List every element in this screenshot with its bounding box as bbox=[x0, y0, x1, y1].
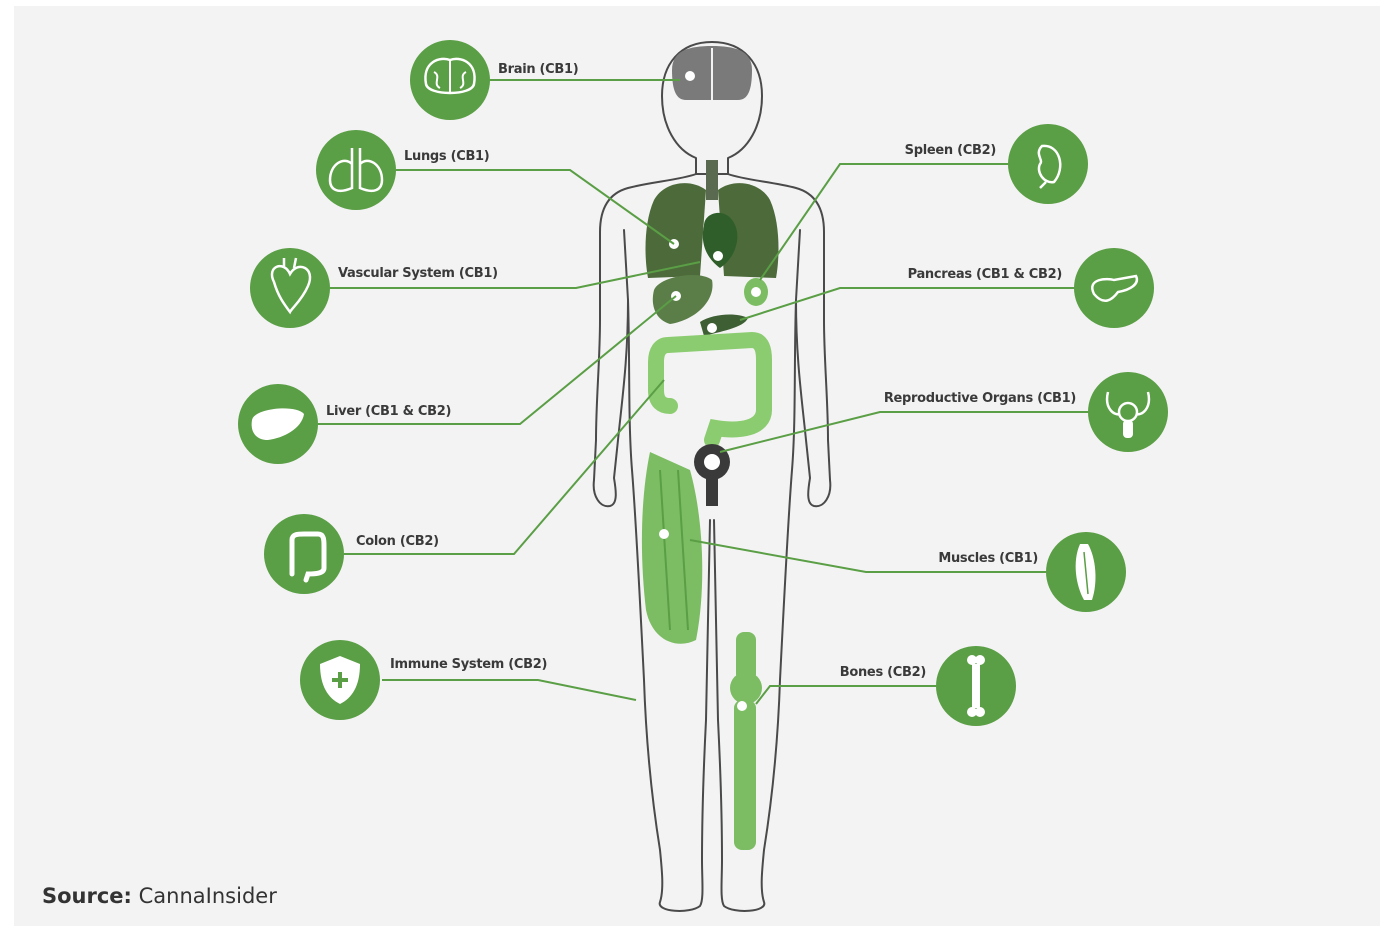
source-credit: Source: CannaInsider bbox=[42, 884, 277, 908]
label-liver: Liver (CB1 & CB2) bbox=[326, 404, 451, 419]
bone-icon bbox=[936, 646, 1016, 726]
brain-icon bbox=[410, 40, 490, 120]
liver-organ bbox=[653, 275, 713, 324]
colon-organ bbox=[656, 340, 764, 440]
trachea bbox=[706, 160, 718, 200]
label-vascular-system: Vascular System (CB1) bbox=[338, 266, 498, 281]
heart-icon bbox=[250, 248, 330, 328]
reproductive-organs-icon bbox=[1088, 372, 1168, 452]
label-lungs: Lungs (CB1) bbox=[404, 149, 489, 164]
knee-bone bbox=[730, 672, 762, 704]
liver-icon bbox=[238, 384, 318, 464]
label-pancreas: Pancreas (CB1 & CB2) bbox=[908, 267, 1062, 282]
label-bones: Bones (CB2) bbox=[840, 665, 926, 680]
label-muscles: Muscles (CB1) bbox=[938, 551, 1038, 566]
label-reproductive-organs: Reproductive Organs (CB1) bbox=[884, 391, 1076, 406]
label-brain: Brain (CB1) bbox=[498, 62, 578, 77]
label-immune-system: Immune System (CB2) bbox=[390, 657, 547, 672]
thigh-muscles bbox=[642, 452, 702, 644]
spleen-icon bbox=[1008, 124, 1088, 204]
label-colon: Colon (CB2) bbox=[356, 534, 439, 549]
organs bbox=[642, 46, 779, 850]
source-name: CannaInsider bbox=[139, 884, 277, 908]
pancreas-icon bbox=[1074, 248, 1154, 328]
source-prefix: Source: bbox=[42, 884, 132, 908]
muscle-icon bbox=[1046, 532, 1126, 612]
colon-icon bbox=[264, 514, 344, 594]
lungs-icon bbox=[316, 130, 396, 210]
tibia-bone bbox=[734, 700, 756, 850]
label-spleen: Spleen (CB2) bbox=[905, 143, 996, 158]
shield-plus-icon bbox=[300, 640, 380, 720]
